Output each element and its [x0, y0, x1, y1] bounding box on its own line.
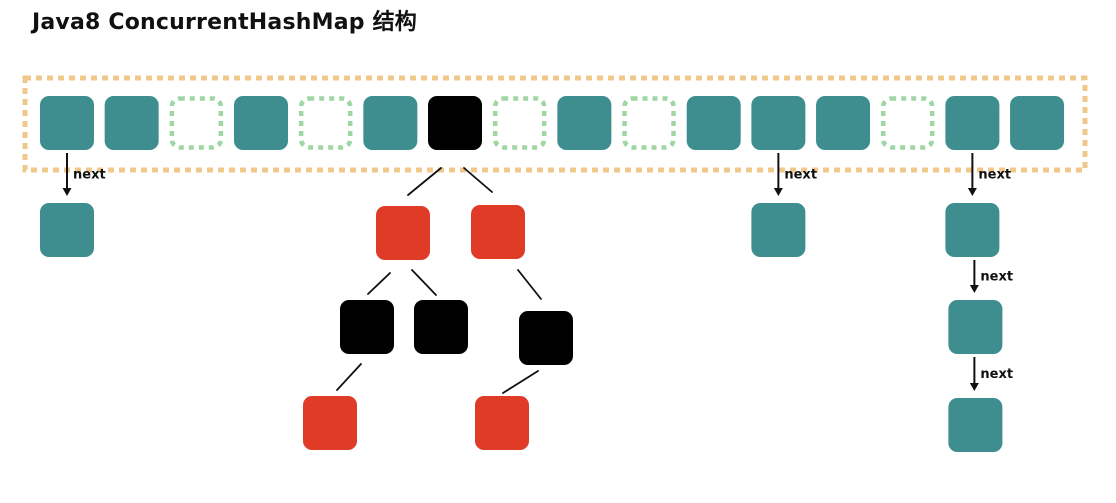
- tree-node-red: [471, 205, 525, 259]
- chain-nodes: [40, 203, 1003, 452]
- chain-node: [948, 300, 1003, 354]
- bucket-slot: [234, 96, 289, 150]
- chain-node: [945, 203, 1000, 257]
- tree-edge: [463, 167, 493, 193]
- empty-slot: [169, 96, 224, 150]
- chain-node: [751, 203, 806, 257]
- chain-node: [40, 203, 94, 257]
- tree-node-red: [303, 396, 357, 450]
- empty-slot: [298, 96, 353, 150]
- tree-node-red: [376, 206, 430, 260]
- tree-edge: [367, 272, 391, 295]
- tree-node-black: [414, 300, 468, 354]
- next-label: next: [980, 270, 1013, 285]
- table-slots: [40, 96, 1065, 150]
- next-label: next: [980, 367, 1013, 382]
- tree-node-red: [475, 396, 529, 450]
- tree-node-black: [519, 311, 573, 365]
- bucket-slot: [1010, 96, 1065, 150]
- next-arrow-head: [773, 188, 783, 196]
- empty-slot: [622, 96, 676, 150]
- empty-slot: [880, 96, 935, 150]
- next-arrow-head: [967, 188, 977, 196]
- page-title: Java8 ConcurrentHashMap 结构: [32, 10, 417, 35]
- next-arrow-head: [969, 383, 979, 391]
- tree-edge: [517, 269, 542, 300]
- bucket-slot: [751, 96, 806, 150]
- bucket-slot: [104, 96, 159, 150]
- next-arrow-head: [62, 188, 72, 196]
- bucket-slot: [686, 96, 741, 150]
- bucket-slot: [945, 96, 1000, 150]
- links: next next next next next: [62, 153, 1013, 394]
- tree-node-black: [340, 300, 394, 354]
- tree-nodes: [303, 205, 573, 450]
- bucket-slot: [40, 96, 94, 150]
- tree-edge: [407, 167, 442, 196]
- bucket-slot: [557, 96, 612, 150]
- chain-node: [948, 398, 1003, 452]
- tree-edge: [411, 269, 437, 296]
- tree-root-slot: [428, 96, 483, 150]
- next-arrow-head: [969, 285, 979, 293]
- bucket-slot: [363, 96, 418, 150]
- next-label: next: [978, 168, 1011, 183]
- next-label: next: [73, 168, 106, 183]
- empty-slot: [492, 96, 547, 150]
- table-outline: [22, 75, 1088, 173]
- tree-edge: [502, 370, 539, 394]
- bucket-slot: [816, 96, 871, 150]
- tree-edge: [336, 363, 362, 391]
- next-label: next: [784, 168, 817, 183]
